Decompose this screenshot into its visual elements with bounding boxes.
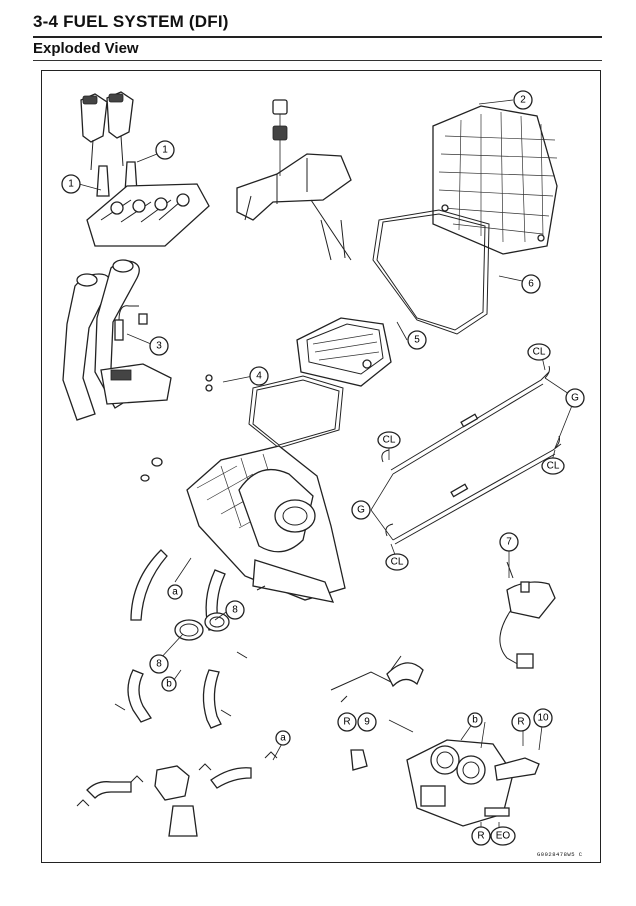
upper-gasket [372,209,490,335]
svg-text:10: 10 [537,713,549,724]
callout-6: 6 [521,274,541,294]
vacuum-hose-assembly [76,751,278,837]
svg-text:3: 3 [156,341,162,352]
svg-text:G: G [357,505,365,516]
figure-code: G0028478W5 C [537,851,583,858]
svg-text:a: a [172,587,178,598]
svg-text:1: 1 [162,145,168,156]
air-cleaner-upper-housing [432,105,558,255]
callouts: 1 1 2 3 4 5 6 7 8 8 9 10 a a b b G G CL … [61,90,585,846]
callout-b1: b [161,676,177,692]
svg-text:b: b [472,715,478,726]
air-cleaner-lower-housing [186,445,346,603]
callout-cl4: CL [385,553,409,571]
svg-text:b: b [166,679,172,690]
hoses [114,549,266,729]
callout-10: 10 [533,708,553,728]
throttle-cables [381,365,562,545]
ignition-coils [80,91,134,171]
svg-text:8: 8 [232,605,238,616]
callout-8b: 8 [149,654,169,674]
callout-eo: EO [490,826,516,846]
callout-r1: R [337,712,357,732]
lower-gasket-inner [252,379,340,446]
svg-text:9: 9 [364,717,370,728]
callout-b2: b [467,712,483,728]
svg-text:R: R [477,831,484,842]
title-rule [33,36,602,38]
diagram-frame [41,70,601,863]
svg-text:1: 1 [68,179,74,190]
callout-3: 3 [149,336,169,356]
svg-text:R: R [517,717,524,728]
callout-7: 7 [499,532,519,552]
leader-lines [78,99,576,834]
cylinder-head-cover [86,183,210,247]
svg-text:CL: CL [547,461,560,472]
svg-text:R: R [343,717,350,728]
callout-5: 5 [407,330,427,350]
svg-text:7: 7 [506,537,512,548]
exploded-view-diagram: 1 1 2 3 4 5 6 7 8 8 9 10 a a b b G G CL … [61,90,585,846]
svg-text:6: 6 [528,279,534,290]
exhaust-pipes [62,259,172,421]
callout-cl1: CL [527,343,551,361]
throttle-body-assembly [330,655,540,827]
callout-cl3: CL [541,457,565,475]
svg-text:G: G [571,393,579,404]
svg-text:8: 8 [156,659,162,670]
callout-r3: R [471,826,491,846]
air-filter-element [296,317,392,387]
callout-cl2: CL [377,431,401,449]
callout-g1: G [565,388,585,408]
callout-r2: R [511,712,531,732]
section-title: 3-4 FUEL SYSTEM (DFI) [33,12,229,31]
subtitle-rule [33,60,602,61]
svg-text:a: a [280,733,286,744]
callout-g2: G [351,500,371,520]
callout-2: 2 [513,90,533,110]
svg-text:CL: CL [533,347,546,358]
subtitle: Exploded View [33,40,139,57]
callout-4: 4 [249,366,269,386]
callout-1a: 1 [155,140,175,160]
idle-speed-control-valve [499,561,556,669]
grommets [140,374,213,482]
frame-bracket [236,99,352,261]
svg-text:EO: EO [496,831,511,842]
lower-gasket [248,375,344,449]
svg-text:CL: CL [383,435,396,446]
callout-a1: a [167,584,183,600]
svg-text:4: 4 [256,371,262,382]
svg-text:5: 5 [414,335,420,346]
callout-9: 9 [357,712,377,732]
callout-a2: a [275,730,291,746]
callout-1b: 1 [61,174,81,194]
callout-8a: 8 [225,600,245,620]
svg-text:2: 2 [520,95,526,106]
upper-gasket-inner [376,213,486,331]
svg-text:CL: CL [391,557,404,568]
oxygen-sensor [114,305,148,341]
